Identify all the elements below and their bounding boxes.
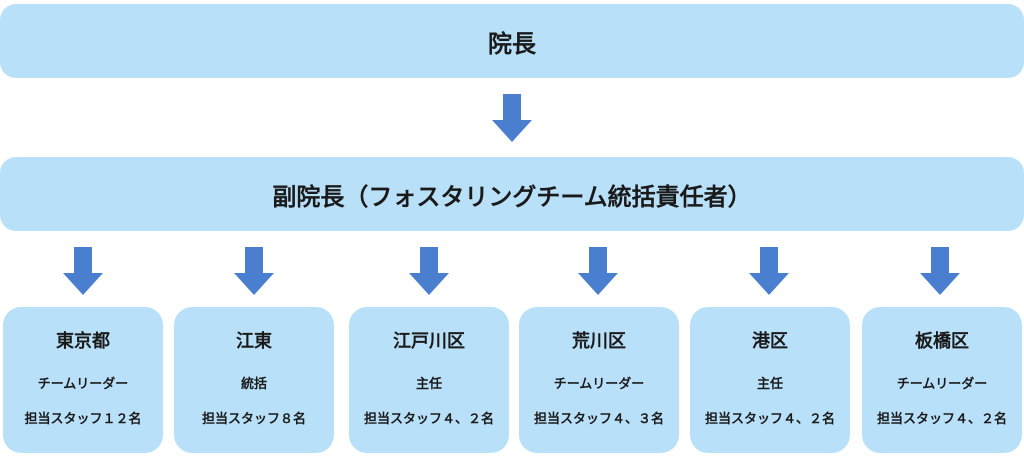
unit-box: 江東 統括 担当スタッフ８名 xyxy=(174,307,334,453)
unit-box: 東京都 チームリーダー 担当スタッフ１２名 xyxy=(3,307,163,453)
unit-staff-count: 担当スタッフ８名 xyxy=(201,412,306,427)
arrow-down-icon xyxy=(578,247,618,295)
arrow-down-icon xyxy=(492,94,532,142)
unit-name: 江東 xyxy=(236,331,272,352)
director-label: 院長 xyxy=(488,29,536,58)
unit-role: 統括 xyxy=(240,377,267,392)
vice-director-box: 副院長（フォスタリングチーム統括責任者） xyxy=(0,157,1024,231)
unit-staff-count: 担当スタッフ４、２名 xyxy=(704,412,835,427)
arrow-down-icon xyxy=(920,247,960,295)
director-box: 院長 xyxy=(0,4,1024,78)
unit-staff-count: 担当スタッフ４、３名 xyxy=(533,412,664,427)
unit-role: チームリーダー xyxy=(553,377,645,392)
unit-role: チームリーダー xyxy=(896,377,988,392)
unit-name: 板橋区 xyxy=(915,331,969,352)
unit-box: 港区 主任 担当スタッフ４、２名 xyxy=(690,307,850,453)
unit-name: 東京都 xyxy=(56,331,110,352)
unit-name: 荒川区 xyxy=(572,331,626,352)
unit-role: 主任 xyxy=(415,377,442,392)
unit-staff-count: 担当スタッフ４、２名 xyxy=(363,412,494,427)
vice-director-label: 副院長（フォスタリングチーム統括責任者） xyxy=(272,182,752,211)
unit-name: 港区 xyxy=(752,331,788,352)
unit-box: 江戸川区 主任 担当スタッフ４、２名 xyxy=(349,307,509,453)
arrow-down-icon xyxy=(409,247,449,295)
unit-role: 主任 xyxy=(756,377,783,392)
unit-name: 江戸川区 xyxy=(393,331,465,352)
unit-box: 荒川区 チームリーダー 担当スタッフ４、３名 xyxy=(519,307,679,453)
unit-staff-count: 担当スタッフ４、２名 xyxy=(876,412,1007,427)
unit-box: 板橋区 チームリーダー 担当スタッフ４、２名 xyxy=(862,307,1022,453)
unit-staff-count: 担当スタッフ１２名 xyxy=(24,412,142,427)
arrow-down-icon xyxy=(63,247,103,295)
arrow-down-icon xyxy=(749,247,789,295)
arrow-down-icon xyxy=(234,247,274,295)
unit-role: チームリーダー xyxy=(37,377,129,392)
